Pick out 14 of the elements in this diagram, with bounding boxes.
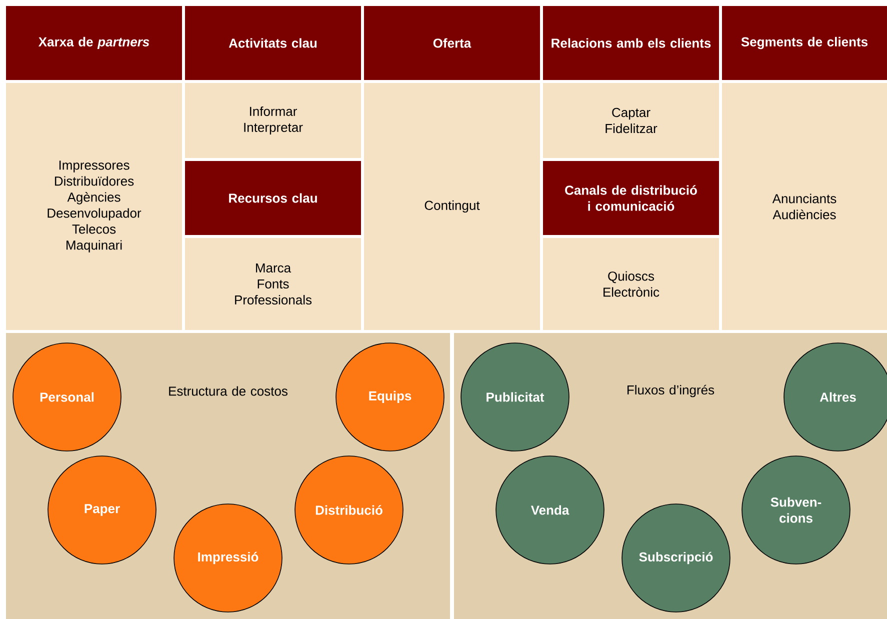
content-cell: Captar Fidelitzar	[543, 83, 719, 158]
content-cell: Anunciants Audiències	[722, 83, 887, 330]
header-cell: Recursos clau	[185, 161, 361, 235]
content-cell: Marca Fonts Professionals	[185, 238, 361, 330]
content-cell: Informar Interpretar	[185, 83, 361, 158]
content-cell: Impressores Distribuïdores Agències Desenvolupador Telecos Maquinari	[6, 83, 182, 330]
header-cell: Oferta	[364, 6, 540, 80]
header-cell: Relacions amb els clients	[543, 6, 719, 80]
header-cell: Segments de clients	[722, 6, 887, 80]
header-cell: Xarxa de partners	[6, 6, 182, 80]
header-cell: Canals de distribució i comunicació	[543, 161, 719, 235]
content-cell: Quioscs Electrònic	[543, 238, 719, 330]
header-cell: Activitats clau	[185, 6, 361, 80]
content-cell: Contingut	[364, 83, 540, 330]
